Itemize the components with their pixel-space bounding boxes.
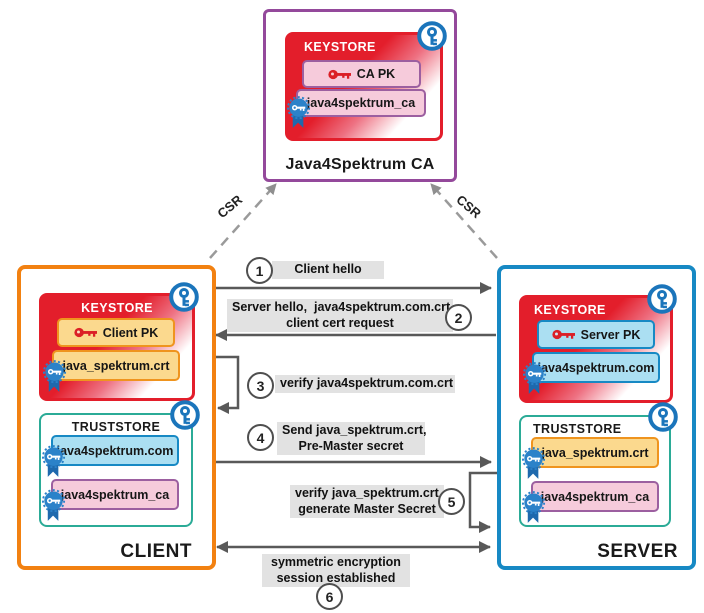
ca-certificate-chip: java4spektrum_ca [287, 89, 426, 128]
client-trusted-server-cert-chip: java4spektrum.com [42, 435, 179, 477]
step-label-line: verify java_spektrum.crt, [295, 486, 443, 500]
cert-label: java4spektrum_ca [306, 96, 416, 110]
step-number-1: 1 [246, 257, 273, 284]
step-label-line: generate Master Secret [298, 501, 436, 516]
server-truststore: TRUSTSTORE java_spektrum.crt [519, 402, 678, 527]
cert-label: java_spektrum.crt [62, 358, 170, 373]
cert-label: java_spektrum.crt [541, 445, 649, 460]
step3-self-loop [210, 355, 240, 414]
server-title: SERVER [597, 541, 678, 562]
step-label-line: symmetric encryption [271, 555, 401, 569]
ca-keystore: KEYSTORE CA PK [285, 21, 447, 141]
server-private-key-chip: Server PK [537, 320, 655, 349]
certificate-seal-icon [42, 489, 66, 521]
certificate-seal-icon [43, 360, 67, 392]
key-badge-icon [647, 284, 677, 314]
certificate-seal-icon [523, 362, 547, 394]
cert-label: Client PK [102, 325, 159, 340]
red-key-icon [551, 329, 575, 340]
server-certificate-chip: java4spektrum.com [523, 352, 660, 394]
certificate-seal-icon [522, 491, 546, 523]
step-label-line: verify java4spektrum.com.crt [280, 376, 454, 390]
step-label-line: Pre-Master secret [298, 438, 404, 453]
client-trusted-ca-cert-chip: java4spektrum_ca [42, 479, 179, 521]
step-number-4: 4 [247, 424, 274, 451]
ca-keystore-title: KEYSTORE [304, 40, 376, 54]
step-label-6: symmetric encryption session established [262, 554, 410, 587]
key-badge-icon [169, 282, 199, 312]
step-label-1: Client hello [272, 261, 384, 279]
certificate-seal-icon [522, 447, 546, 479]
step-label-3: verify java4spektrum.com.crt [275, 375, 455, 393]
client-certificate-chip: java_spektrum.crt [43, 350, 180, 392]
step-number-6: 6 [316, 583, 343, 610]
ca-private-key-chip: CA PK [302, 60, 421, 88]
red-key-icon [328, 69, 351, 79]
cert-label: java4spektrum_ca [60, 487, 170, 502]
cert-label: Server PK [580, 327, 641, 342]
key-badge-icon [648, 402, 678, 432]
ca-title: Java4Spektrum CA [285, 156, 435, 173]
csr-arrow-client-to-ca [209, 183, 277, 259]
server-keystore-title: KEYSTORE [534, 303, 606, 317]
server-trusted-ca-cert-chip: java4spektrum_ca [522, 481, 659, 523]
step-label-line: Client hello [294, 262, 362, 276]
ca-box: KEYSTORE CA PK [263, 9, 457, 182]
cert-label: java4spektrum.com [537, 360, 655, 375]
key-badge-icon [417, 21, 447, 51]
client-truststore: TRUSTSTORE java4spektrum.com [39, 400, 200, 527]
client-title: CLIENT [120, 541, 192, 562]
server-trusted-client-cert-chip: java_spektrum.crt [522, 437, 659, 479]
step-label-line: Server hello, java4spektrum.com.crt, [232, 300, 454, 314]
server-box: KEYSTORE Server PK [497, 265, 696, 570]
cert-label: java4spektrum_ca [540, 489, 650, 504]
step-number-3: 3 [247, 372, 274, 399]
step-label-line: session established [276, 570, 396, 585]
client-truststore-title: TRUSTSTORE [71, 420, 161, 434]
red-key-icon [74, 327, 97, 338]
key-badge-icon [170, 400, 200, 430]
cert-label: CA PK [356, 67, 396, 81]
cert-label: java4spektrum.com [56, 443, 174, 458]
step-label-4: Send java_spektrum.crt, Pre-Master secre… [277, 422, 427, 455]
client-box: KEYSTORE Client PK [17, 265, 216, 570]
server-keystore: KEYSTORE Server PK [519, 284, 677, 403]
step-label-line: client cert request [286, 315, 394, 330]
step-label-5: verify java_spektrum.crt, generate Maste… [290, 485, 444, 518]
certificate-seal-icon [42, 445, 66, 477]
client-keystore-title: KEYSTORE [81, 301, 153, 315]
server-truststore-title: TRUSTSTORE [533, 422, 622, 436]
step-number-2: 2 [445, 304, 472, 331]
certificate-seal-icon [287, 96, 311, 128]
step-label-2: Server hello, java4spektrum.com.crt, cli… [227, 299, 454, 332]
client-keystore: KEYSTORE Client PK [39, 282, 199, 401]
client-private-key-chip: Client PK [57, 318, 175, 347]
step5-self-loop [468, 471, 497, 533]
step-number-5: 5 [438, 488, 465, 515]
step-label-line: Send java_spektrum.crt, [282, 423, 427, 437]
